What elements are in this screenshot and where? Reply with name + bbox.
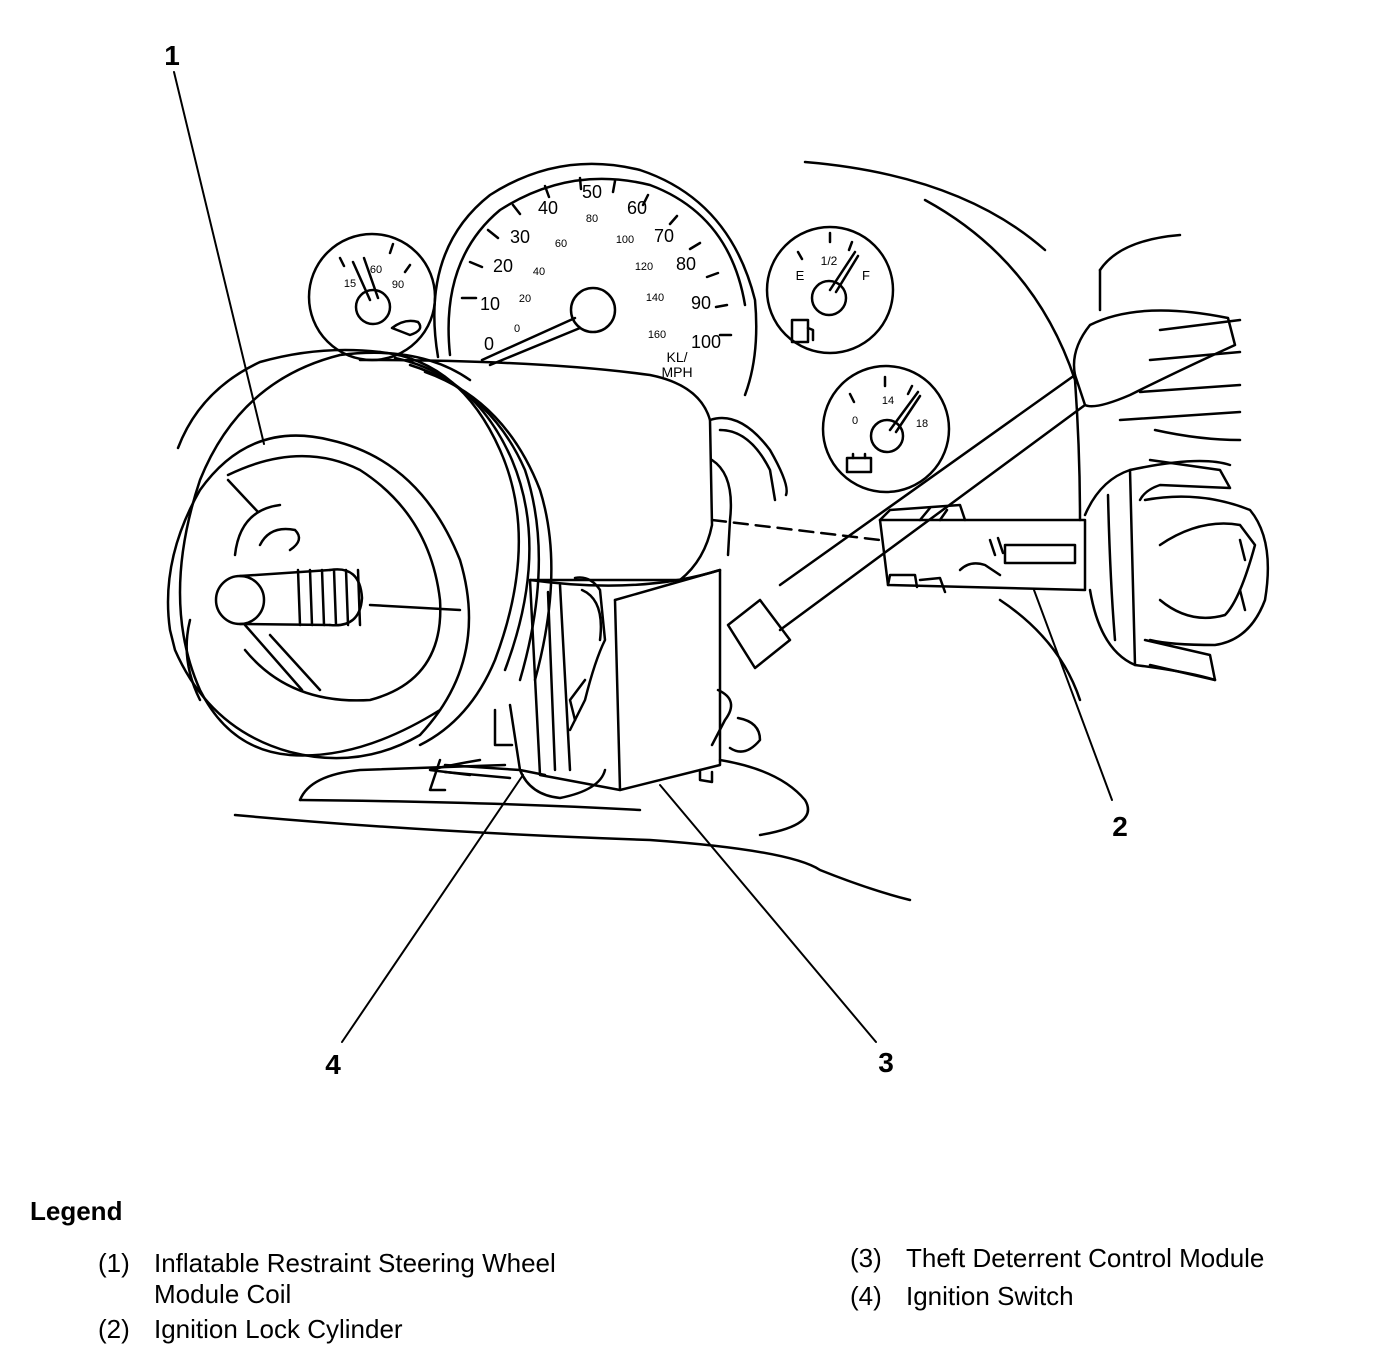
legend-item-number: (1) [98,1248,130,1278]
legend-item-label: Ignition Switch [906,1281,1074,1311]
kmh-label: 120 [635,261,653,273]
legend-item-label: Module Coil [154,1279,292,1309]
volt-gauge-label: 0 [852,415,858,427]
legend-item-label: Ignition Lock Cylinder [154,1314,403,1344]
oil-gauge-label: 90 [392,279,404,291]
volt-gauge-label: 14 [882,395,894,407]
turn-signal-lever [710,309,1237,753]
legend-item-label: Theft Deterrent Control Module [906,1243,1265,1273]
callout-3: 3 [878,1047,894,1078]
fuel-half-label: 1/2 [821,254,838,268]
theft-deterrent-module [493,568,722,792]
fuel-gauge [765,225,895,355]
callout-2: 2 [1112,811,1128,842]
volt-gauge-label: 18 [916,418,928,430]
kmh-label: 40 [533,266,545,278]
oil-gauge-label: 60 [370,264,382,276]
mph-label: 70 [654,226,674,246]
kmh-label: 60 [555,238,567,250]
fuel-empty-label: E [796,268,805,283]
mph-label: 20 [493,256,513,276]
dashboard-outline [233,160,1242,902]
fuel-full-label: F [862,268,870,283]
legend-item-number: (4) [850,1281,882,1311]
ignition-switch [428,758,607,800]
voltmeter-gauge [821,364,951,494]
oil-pressure-gauge [307,232,437,362]
speed-unit-label: MPH [661,364,692,380]
legend: Legend (1) Inflatable Restraint Steering… [0,1180,1376,1348]
kmh-label: 100 [616,234,634,246]
speed-unit-label: KL/ [666,349,687,365]
callout-1: 1 [164,40,180,71]
legend-title: Legend [30,1196,123,1226]
kmh-label: 140 [646,292,664,304]
mph-label: 10 [480,294,500,314]
mph-label: 30 [510,227,530,247]
mph-label: 50 [582,182,602,202]
mph-label: 0 [484,334,494,354]
steering-column-diagram: 15 60 90 0 10 20 30 40 50 60 70 80 90 10… [164,40,1270,1080]
legend-item-number: (3) [850,1243,882,1273]
oil-gauge-label: 15 [344,278,356,290]
kmh-label: 160 [648,329,666,341]
leader-lines [173,71,1113,1043]
legend-item-label: Inflatable Restraint Steering Wheel [154,1248,556,1278]
mph-label: 90 [691,293,711,313]
legend-item-number: (2) [98,1314,130,1344]
kmh-label: 0 [514,323,520,335]
steering-wheel-coil [166,348,553,777]
speedometer [433,162,758,397]
mph-label: 80 [676,254,696,274]
mph-label: 60 [627,198,647,218]
callout-4: 4 [325,1049,341,1080]
column-shroud [358,358,882,582]
mph-label: 40 [538,198,558,218]
ignition-lock-cylinder [878,458,1270,682]
kmh-label: 80 [586,213,598,225]
kmh-label: 20 [519,293,531,305]
mph-label: 100 [691,332,721,352]
